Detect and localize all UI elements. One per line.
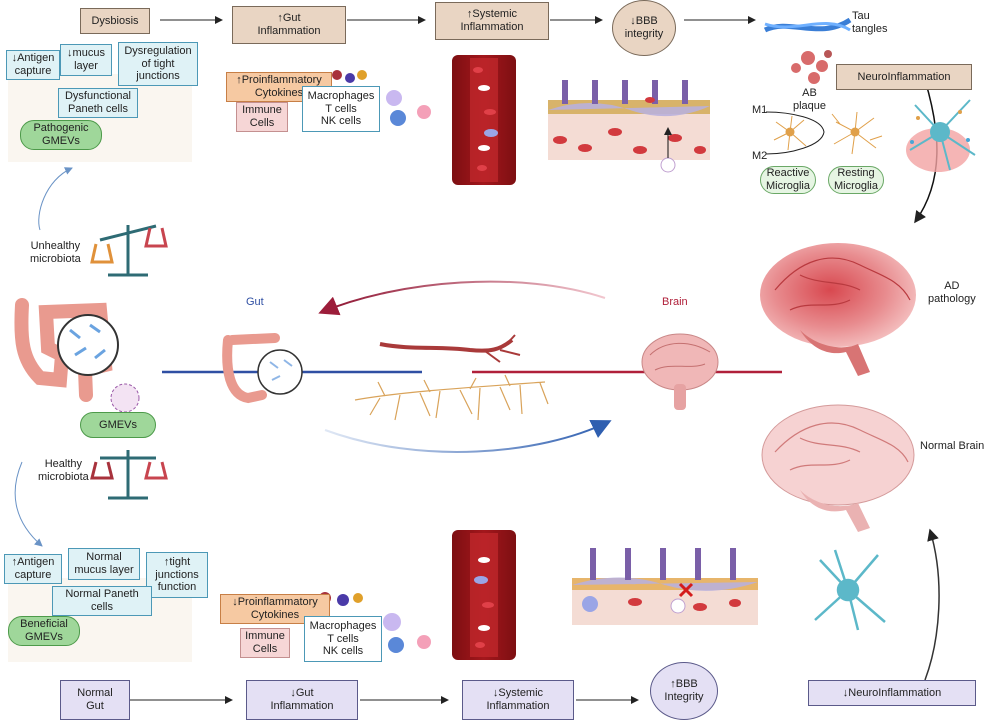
immune-cell-types-bottom-box: Macrophages T cells NK cells [304,616,382,662]
gut-to-brain-arc [324,419,612,453]
ad-brain-icon [760,243,916,376]
immune-cells-top-box: Immune Cells [236,102,288,132]
unhealthy-microbiota-label: Unhealthy microbiota [30,240,81,265]
immune-cell-types-top-box: Macrophages T cells NK cells [302,86,380,132]
pathogenic-gmevs-pill: Pathogenic GMEVs [20,120,102,150]
normal-gut-box: Normal Gut [60,680,130,720]
m2-label: M2 [752,150,768,162]
unhealthy-scale-icon [90,224,168,277]
arrow-healthy-to-gut [14,461,43,547]
brain-to-gut-arc [318,280,606,316]
paneth-cells-dysfunctional-box: Dysfunctional Paneth cells [58,88,138,118]
healthy-astrocyte-icon [814,549,886,631]
m1-m2-switch [765,111,825,155]
bbb-integrity-down-circle: ↓BBB integrity [612,0,676,56]
beneficial-gmevs-pill: Beneficial GMEVs [8,616,80,646]
resting-microglia-icon [831,111,883,155]
blood-vessel-top-icon [452,55,516,185]
tight-junctions-up-box: ↑tight junctions function [146,552,208,598]
large-gut-icon [14,298,140,413]
brain-axis-label: Brain [662,296,688,308]
reactive-microglia-pill: Reactive Microglia [760,166,816,194]
top-immune-cells-icon [332,70,431,126]
vagus-nerve-icon [379,334,521,363]
bbb-disrupted-icon [548,80,710,173]
center-brain-icon [641,333,719,410]
tau-tangles-label: Tau tangles [852,10,888,35]
ab-plaque-label: AB plaque [793,87,827,112]
enteric-nerve-icon [354,374,549,421]
arrow-unhealthy-to-gut [38,167,73,231]
bbb-integrity-up-circle: ↑BBB Integrity [650,662,718,720]
healthy-microbiota-label: Healthy microbiota [38,458,89,483]
gut-inflammation-down-box: ↓Gut Inflammation [246,680,358,720]
reactive-microglia-icon [773,115,807,151]
gmevs-pill: GMEVs [80,412,156,438]
tau-tangles-icon [763,17,852,33]
proinflammatory-cytokines-down-box: ↓Proinflammatory Cytokines [220,594,330,624]
normal-brain-label: Normal Brain [920,440,985,452]
immune-cells-bottom-box: Immune Cells [240,628,290,658]
ab-plaque-icon [791,50,832,84]
blood-vessel-bottom-icon [452,530,516,660]
ad-pathology-label: AD pathology [928,280,976,305]
mucus-layer-down-box: ↓mucus layer [60,44,112,76]
dysbiosis-box: Dysbiosis [80,8,150,34]
bbb-intact-icon [572,548,758,625]
tight-junctions-dysregulation-box: Dysregulation of tight junctions [118,42,198,86]
center-gut-icon [222,333,303,404]
arrow-to-normal-brain [924,528,940,681]
gut-axis-label: Gut [246,296,264,308]
normal-paneth-cells-box: Normal Paneth cells [52,586,152,616]
systemic-inflammation-up-box: ↑Systemic Inflammation [435,2,549,40]
antigen-capture-up-box: ↑Antigen capture [4,554,62,584]
systemic-inflammation-down-box: ↓Systemic Inflammation [462,680,574,720]
neuroinflammation-cells-icon [906,99,976,172]
normal-mucus-layer-box: Normal mucus layer [68,548,140,580]
m1-label: M1 [752,104,768,116]
normal-brain-icon [761,404,915,532]
healthy-scale-icon [90,450,168,500]
resting-microglia-pill: Resting Microglia [828,166,884,194]
neuroinflammation-up-box: NeuroInflammation [836,64,972,90]
neuroinflammation-down-box: ↓NeuroInflammation [808,680,976,706]
gut-inflammation-up-box: ↑Gut Inflammation [232,6,346,44]
antigen-capture-down-box: ↓Antigen capture [6,50,60,80]
proinflammatory-cytokines-up-box: ↑Proinflammatory Cytokines [226,72,332,102]
